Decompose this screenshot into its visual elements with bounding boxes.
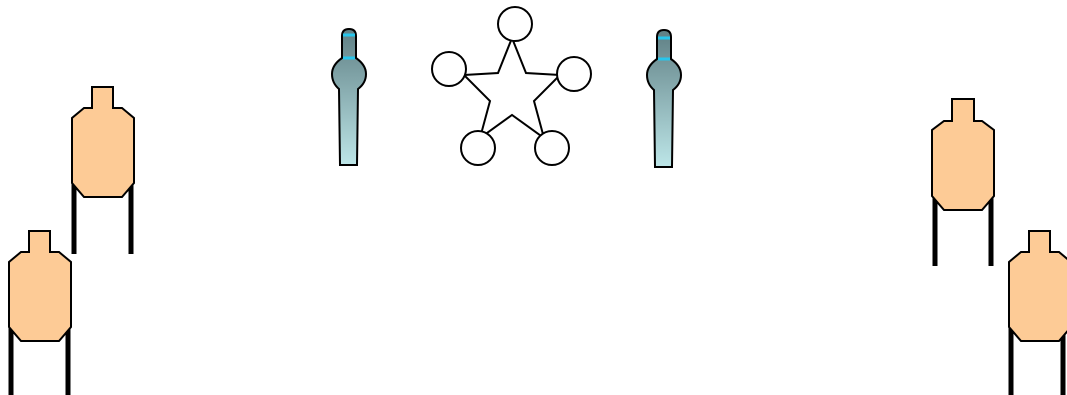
- paper-target: [8, 230, 72, 342]
- star-plate-left: [431, 51, 467, 87]
- shooter-right: [645, 28, 683, 168]
- star-plate-top: [497, 6, 533, 42]
- star-plate-right: [556, 56, 592, 92]
- shooter-figure: [330, 27, 368, 166]
- star-frame: [461, 35, 563, 141]
- paper-target: [931, 98, 995, 211]
- target-upper-right: [931, 98, 995, 266]
- shooter-left: [330, 27, 368, 166]
- paper-target: [1008, 230, 1067, 342]
- target-lower-right: [1008, 230, 1067, 395]
- target-lower-left: [8, 230, 72, 395]
- star-plate-bottom-left: [460, 130, 496, 166]
- target-upper-left: [71, 86, 135, 254]
- shooter-figure: [645, 28, 683, 168]
- paper-target: [71, 86, 135, 198]
- star-plate-bottom-right: [534, 130, 570, 166]
- star-target: [431, 6, 592, 166]
